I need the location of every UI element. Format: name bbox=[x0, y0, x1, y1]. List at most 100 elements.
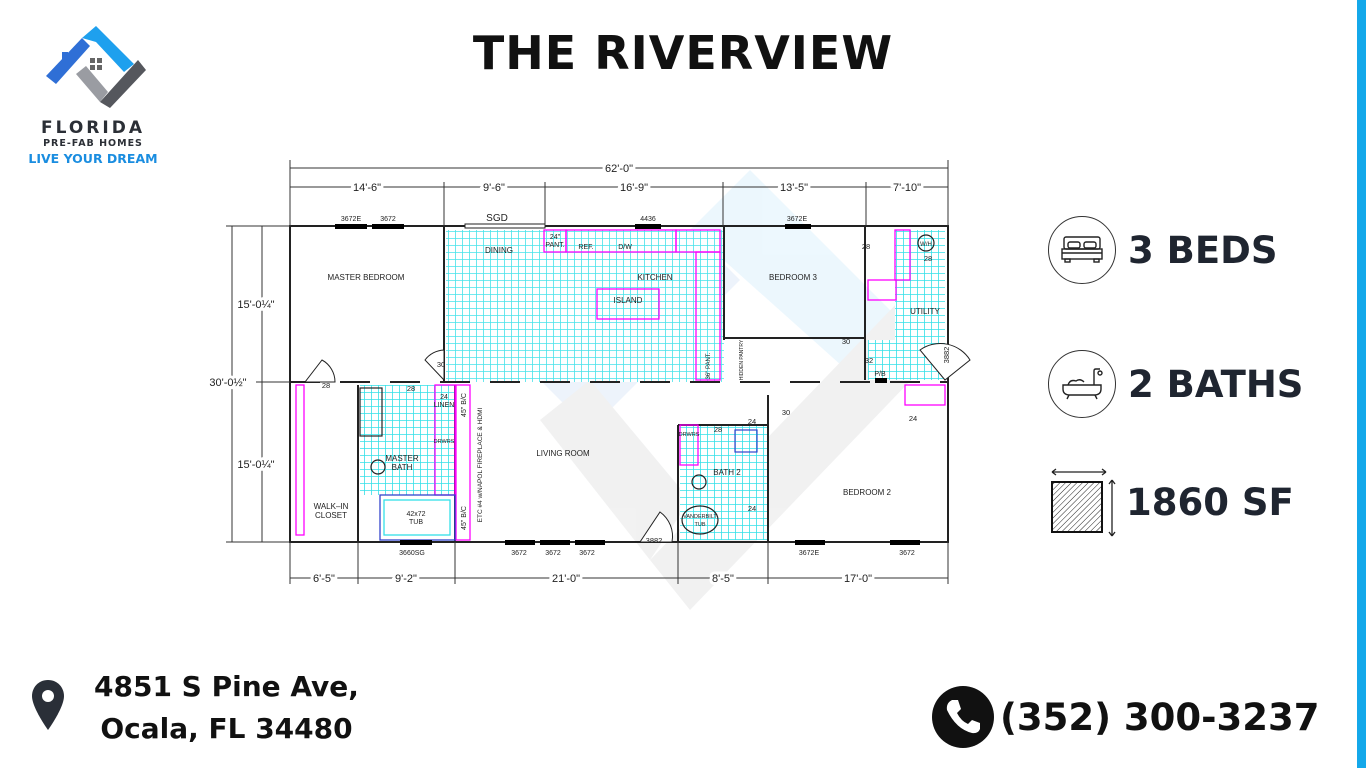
logo-tagline: LIVE YOUR DREAM bbox=[28, 151, 158, 166]
address-line-1: 4851 S Pine Ave, bbox=[94, 670, 359, 703]
label-vanderbilt: VANDERBILT bbox=[683, 514, 717, 520]
label-drawers-bath2: DRWRS bbox=[679, 432, 700, 438]
label-pantry24-2: PANT. bbox=[545, 242, 564, 249]
dim-top-1: 14'-6" bbox=[353, 182, 381, 194]
label-drawers-master: DRWRS bbox=[434, 439, 455, 445]
door-label: 30 bbox=[842, 337, 850, 346]
fixtures bbox=[295, 229, 946, 541]
room-master-bath-line2: BATH bbox=[392, 463, 413, 472]
room-bedroom-2: BEDROOM 2 bbox=[843, 488, 892, 497]
address-line-2: Ocala, FL 34480 bbox=[100, 712, 353, 745]
label-linen-2: LINEN bbox=[434, 402, 455, 409]
room-master-bath-line1: MASTER bbox=[385, 454, 419, 463]
window-label: 3672E bbox=[787, 216, 808, 223]
area-icon bbox=[1051, 468, 1116, 537]
window-labels: 3672E 3672 4436 3672E 3660SG 3672 3672 3… bbox=[341, 216, 915, 557]
door-label: 28 bbox=[714, 425, 722, 434]
door-label: 30 bbox=[437, 360, 445, 369]
house-logo-icon bbox=[46, 26, 146, 108]
room-island: ISLAND bbox=[614, 296, 643, 305]
door-label: 24 bbox=[909, 414, 917, 423]
room-dining: DINING bbox=[485, 246, 513, 255]
dimension-lines bbox=[226, 160, 949, 584]
window-label: 3672 bbox=[579, 550, 595, 557]
label-tub: TUB bbox=[409, 519, 423, 526]
window-label: 3672 bbox=[545, 550, 561, 557]
door-swings bbox=[303, 343, 971, 543]
room-walkin-line2: CLOSET bbox=[315, 511, 347, 520]
dim-bottom-2: 9'-2" bbox=[395, 573, 417, 585]
room-kitchen: KITCHEN bbox=[637, 273, 672, 282]
door-label: 24 bbox=[748, 504, 756, 513]
dim-top-3: 16'-9" bbox=[620, 182, 648, 194]
label-dw: D/W bbox=[618, 244, 632, 251]
dim-bottom-3: 21'-0" bbox=[552, 573, 580, 585]
dim-bottom-1: 6'-5" bbox=[313, 573, 335, 585]
window-label: 3660SG bbox=[399, 550, 425, 557]
location-pin-icon bbox=[32, 680, 64, 730]
address: 4851 S Pine Ave, Ocala, FL 34480 bbox=[94, 666, 359, 750]
window-label: 3672 bbox=[380, 216, 396, 223]
room-walkin-line1: WALK–IN bbox=[314, 502, 349, 511]
label-water-heater: W/H bbox=[920, 242, 932, 248]
room-bath-2: BATH 2 bbox=[713, 468, 741, 477]
phone-contact[interactable]: (352) 300-3237 bbox=[932, 686, 1320, 748]
label-bookcase-lower: 45" B/C bbox=[461, 506, 468, 530]
door-labels: 28 28 28 28 30 30 30 32 3882 3882 24 24 … bbox=[322, 242, 951, 545]
label-vanderbilt-tub: TUB bbox=[695, 522, 706, 528]
area-sqft: 1860 SF bbox=[1126, 480, 1294, 524]
dim-top-2: 9'-6" bbox=[483, 182, 505, 194]
window-label: 3672E bbox=[341, 216, 362, 223]
room-living: LIVING ROOM bbox=[536, 449, 590, 458]
tile-areas bbox=[360, 230, 945, 540]
sliding-glass-door bbox=[464, 223, 546, 229]
window-label: 3672 bbox=[511, 550, 527, 557]
window-label: 4436 bbox=[640, 216, 656, 223]
door-label: 30 bbox=[782, 408, 790, 417]
dim-bottom-5: 17'-0" bbox=[844, 573, 872, 585]
company-logo: FLORIDA PRE-FAB HOMES LIVE YOUR DREAM bbox=[18, 24, 168, 166]
label-fireplace: ETC #4 w/NAPOL FIREPLACE & HDMI bbox=[477, 407, 484, 522]
label-pb: P/B bbox=[874, 371, 886, 378]
page-title: THE RIVERVIEW bbox=[472, 26, 894, 80]
windows bbox=[335, 224, 920, 545]
dim-top-5: 7'-10" bbox=[893, 182, 921, 194]
room-utility: UTILITY bbox=[910, 307, 940, 316]
window-label: 3672 bbox=[899, 550, 915, 557]
logo-subtitle: PRE-FAB HOMES bbox=[43, 138, 143, 149]
baths-count: 2 BATHS bbox=[1128, 362, 1304, 406]
label-ref: REF. bbox=[578, 244, 593, 251]
door-label: 28 bbox=[862, 242, 870, 251]
room-master-bedroom: MASTER BEDROOM bbox=[328, 273, 405, 282]
label-pantry36: 36" PANT. bbox=[706, 352, 712, 379]
stat-area: 1860 SF bbox=[1048, 466, 1294, 538]
label-hidden-pantry: HIDDEN PANTRY bbox=[739, 339, 745, 380]
appliances bbox=[359, 234, 935, 535]
bed-icon bbox=[1048, 216, 1116, 284]
fixture-labels: SGD 24" PANT. REF. D/W W/H P/B 36" PANT.… bbox=[406, 213, 931, 530]
label-linen-1: 24 bbox=[440, 394, 448, 401]
dim-overall-width: 62'-0" bbox=[605, 163, 633, 175]
label-tub-size: 42x72 bbox=[406, 511, 425, 518]
dim-overall-depth: 30'-0½" bbox=[209, 377, 246, 389]
window-label: 3672E bbox=[799, 550, 820, 557]
dim-bottom-4: 8'-5" bbox=[712, 573, 734, 585]
label-sgd: SGD bbox=[486, 213, 508, 224]
door-label: 28 bbox=[407, 384, 415, 393]
bathtub-icon bbox=[1048, 350, 1116, 418]
label-bookcase-upper: 45" B/C bbox=[461, 393, 468, 417]
beds-count: 3 BEDS bbox=[1128, 228, 1278, 272]
door-label: 3882 bbox=[646, 536, 663, 545]
stat-beds: 3 BEDS bbox=[1048, 216, 1277, 284]
door-label: 24 bbox=[748, 417, 756, 426]
door-label: 32 bbox=[865, 356, 873, 365]
dim-left-upper: 15'-0¼" bbox=[237, 299, 274, 311]
phone-number[interactable]: (352) 300-3237 bbox=[1000, 695, 1320, 739]
stat-baths: 2 BATHS bbox=[1048, 350, 1303, 418]
door-label: 28 bbox=[924, 254, 932, 263]
dim-left-lower: 15'-0¼" bbox=[237, 459, 274, 471]
door-label: 28 bbox=[322, 381, 330, 390]
label-pantry24-1: 24" bbox=[550, 234, 561, 241]
room-labels: MASTER BEDROOM DINING KITCHEN ISLAND BED… bbox=[314, 246, 941, 520]
